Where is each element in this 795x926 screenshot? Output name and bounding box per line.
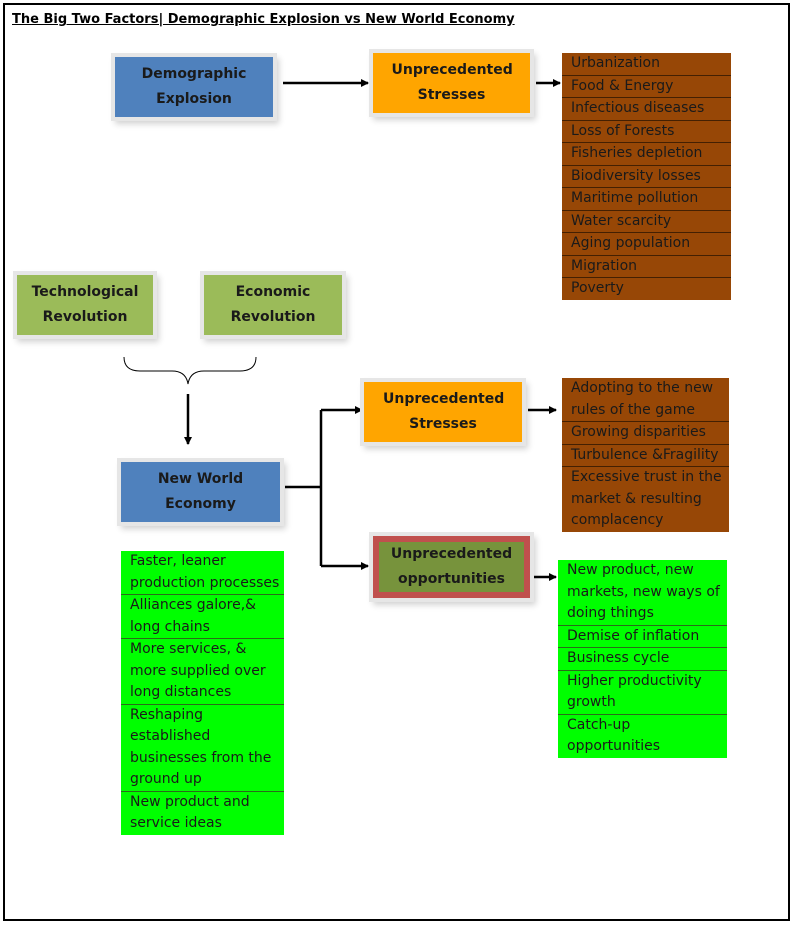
list-item: Water scarcity xyxy=(562,211,731,233)
list-item: Excessive trust in the market & resultin… xyxy=(571,469,722,528)
demographic-stresses-list: Urbanization Food & Energy Infectious di… xyxy=(562,53,731,300)
economy-stresses-list: Adopting to the new rules of the game Gr… xyxy=(562,378,729,532)
list-item: Growing disparities xyxy=(562,422,729,445)
list-item: Poverty xyxy=(571,280,624,296)
unprecedented-stresses-top-label: Unprecedented Stresses xyxy=(391,62,513,103)
list-item: Business cycle xyxy=(558,648,727,671)
list-item: Loss of Forests xyxy=(562,121,731,143)
list-item: Catch-up opportunities xyxy=(567,716,661,755)
diagram-frame xyxy=(3,3,790,921)
page-title: The Big Two Factors| Demographic Explosi… xyxy=(12,12,515,27)
brace-revolutions xyxy=(123,356,257,385)
list-item: Demise of inflation xyxy=(558,626,727,648)
list-item: Turbulence &Fragility xyxy=(562,445,729,467)
unprecedented-stresses-top-box: Unprecedented Stresses xyxy=(373,53,530,113)
new-world-economy-box: New World Economy xyxy=(121,462,280,522)
list-item: Biodiversity losses xyxy=(562,166,731,188)
technological-revolution-box: Technological Revolution xyxy=(17,275,153,335)
list-item: Aging population xyxy=(562,233,731,256)
demographic-explosion-label: Demographic Explosion xyxy=(141,66,247,107)
economic-revolution-label: Economic Revolution xyxy=(230,284,316,325)
new-world-economy-label: New World Economy xyxy=(157,471,244,512)
opportunities-list: New product, new markets, new ways of do… xyxy=(558,560,727,758)
list-item: Alliances galore,& long chains xyxy=(121,595,284,639)
economy-features-list: Faster, leaner production processes Alli… xyxy=(121,551,284,835)
unprecedented-opportunities-label: Unprecedented opportunities xyxy=(390,546,513,587)
list-item: Maritime pollution xyxy=(562,188,731,211)
list-item: New product, new markets, new ways of do… xyxy=(558,560,727,626)
unprecedented-opportunities-box: Unprecedented opportunities xyxy=(373,536,530,598)
list-item: Food & Energy xyxy=(562,76,731,98)
demographic-explosion-box: Demographic Explosion xyxy=(115,57,273,117)
list-item: Higher productivity growth xyxy=(558,671,727,715)
unprecedented-stresses-mid-box: Unprecedented Stresses xyxy=(364,382,522,442)
list-item: Urbanization xyxy=(562,53,731,76)
unprecedented-stresses-mid-label: Unprecedented Stresses xyxy=(383,391,505,432)
list-item: Migration xyxy=(562,256,731,278)
list-item: Faster, leaner production processes xyxy=(121,551,284,595)
list-item: More services, & more supplied over long… xyxy=(121,639,284,705)
list-item: Adopting to the new rules of the game xyxy=(562,378,729,422)
list-item: Fisheries depletion xyxy=(562,143,731,166)
technological-revolution-label: Technological Revolution xyxy=(31,284,139,325)
list-item: New product and service ideas xyxy=(130,793,250,832)
list-item: Reshaping established businesses from th… xyxy=(121,705,284,792)
economic-revolution-box: Economic Revolution xyxy=(204,275,342,335)
list-item: Infectious diseases xyxy=(562,98,731,121)
